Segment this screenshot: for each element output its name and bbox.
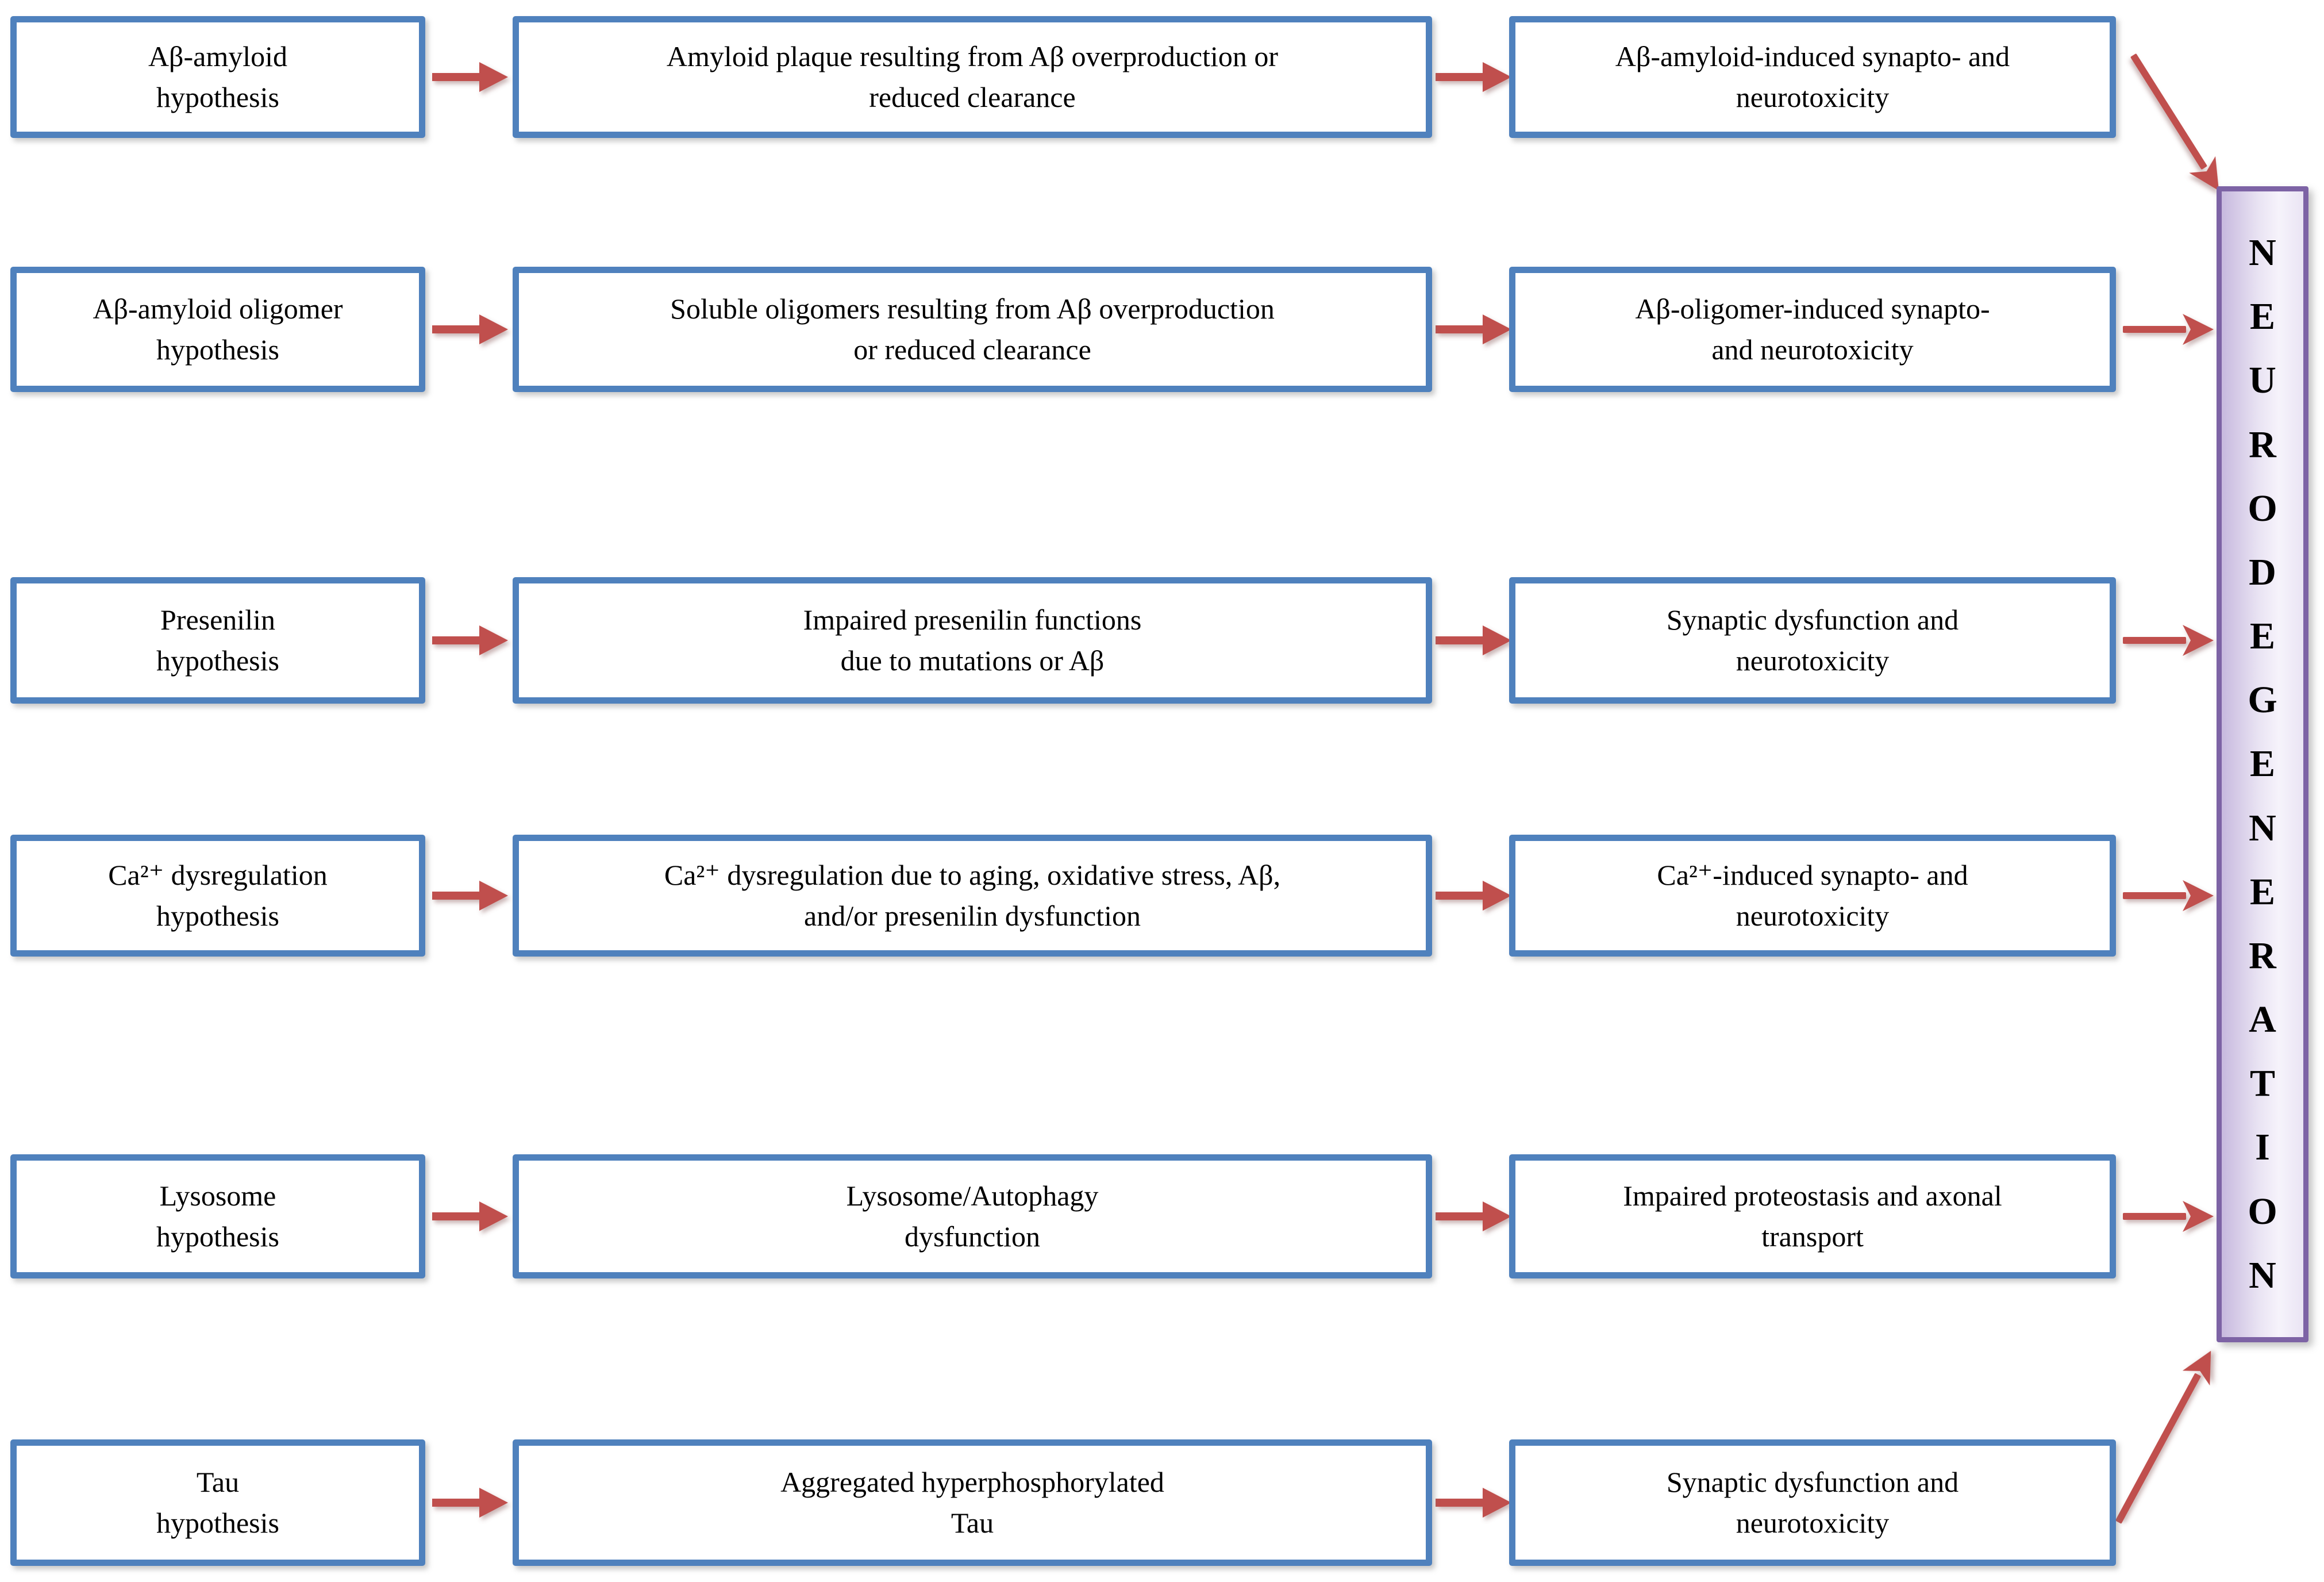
box-tau-hypothesis: Tau hypothesis: [10, 1439, 425, 1566]
banner-letter: E: [2249, 615, 2276, 658]
banner-letter: R: [2249, 934, 2276, 977]
banner-letter: T: [2249, 1062, 2276, 1105]
box-soluble-oligomers-mechanism: Soluble oligomers resulting from Aβ over…: [513, 267, 1432, 392]
banner-letter: A: [2249, 999, 2276, 1041]
arrow-mechanism-to-outcome-row2: [1436, 314, 1511, 344]
box-aggregated-tau-mechanism: Aggregated hyperphosphorylated Tau: [513, 1439, 1432, 1566]
banner-letter: I: [2255, 1126, 2270, 1169]
banner-letter: N: [2249, 807, 2276, 849]
arrow-mechanism-to-outcome-row3: [1436, 625, 1511, 655]
banner-letter: G: [2248, 679, 2277, 721]
banner-letter: O: [2248, 1190, 2277, 1232]
arrow-mechanism-to-outcome-row5: [1436, 1201, 1511, 1231]
arrow-hypothesis-to-mechanism-row5: [432, 1201, 508, 1231]
box-impaired-presenilin-mechanism: Impaired presenilin functions due to mut…: [513, 577, 1432, 704]
box-amyloid-plaque-mechanism: Amyloid plaque resulting from Aβ overpro…: [513, 16, 1432, 138]
banner-letter: N: [2249, 1254, 2276, 1296]
arrow-outcome-to-banner-row2: [2123, 314, 2214, 345]
box-lysosome-hypothesis: Lysosome hypothesis: [10, 1154, 425, 1278]
box-impaired-proteostasis: Impaired proteostasis and axonal transpo…: [1509, 1154, 2116, 1278]
banner-letter: D: [2249, 551, 2276, 593]
banner-letter: O: [2248, 487, 2277, 529]
box-oligomer-induced-toxicity: Aβ-oligomer-induced synapto- and neuroto…: [1509, 267, 2116, 392]
box-ca-dysregulation-hypothesis: Ca²⁺ dysregulation hypothesis: [10, 835, 425, 957]
arrow-mechanism-to-outcome-row4: [1436, 881, 1511, 911]
arrow-mechanism-to-outcome-row6: [1436, 1488, 1511, 1518]
arrow-hypothesis-to-mechanism-row2: [432, 314, 508, 344]
banner-letter: E: [2249, 870, 2276, 913]
banner-letter: E: [2249, 295, 2276, 338]
box-lysosome-autophagy-mechanism: Lysosome/Autophagy dysfunction: [513, 1154, 1432, 1278]
banner-letter: R: [2249, 423, 2276, 466]
arrow-hypothesis-to-mechanism-row4: [432, 881, 508, 911]
box-presenilin-hypothesis: Presenilin hypothesis: [10, 577, 425, 704]
banner-letter: E: [2249, 743, 2276, 785]
box-ca-dysregulation-mechanism: Ca²⁺ dysregulation due to aging, oxidati…: [513, 835, 1432, 957]
banner-letter: N: [2249, 232, 2276, 274]
box-synaptic-dysfunction-presenilin: Synaptic dysfunction and neurotoxicity: [1509, 577, 2116, 704]
arrow-hypothesis-to-mechanism-row6: [432, 1488, 508, 1518]
arrow-outcome-to-banner-row4: [2123, 880, 2214, 911]
arrow-outcome-to-banner-row5: [2123, 1201, 2214, 1232]
arrow-hypothesis-to-mechanism-row1: [432, 62, 508, 92]
arrow-outcome-to-banner-row1: [2130, 53, 2219, 191]
arrow-outcome-to-banner-row6: [2115, 1350, 2211, 1524]
box-ca-induced-toxicity: Ca²⁺-induced synapto- and neurotoxicity: [1509, 835, 2116, 957]
box-abeta-amyloid-hypothesis: Aβ-amyloid hypothesis: [10, 16, 425, 138]
banner-letter: U: [2249, 359, 2276, 402]
box-synaptic-dysfunction-tau: Synaptic dysfunction and neurotoxicity: [1509, 1439, 2116, 1566]
arrow-hypothesis-to-mechanism-row3: [432, 625, 508, 655]
arrow-mechanism-to-outcome-row1: [1436, 62, 1511, 92]
box-abeta-oligomer-hypothesis: Aβ-amyloid oligomer hypothesis: [10, 267, 425, 392]
box-abeta-induced-toxicity: Aβ-amyloid-induced synapto- and neurotox…: [1509, 16, 2116, 138]
arrow-outcome-to-banner-row3: [2123, 625, 2214, 656]
